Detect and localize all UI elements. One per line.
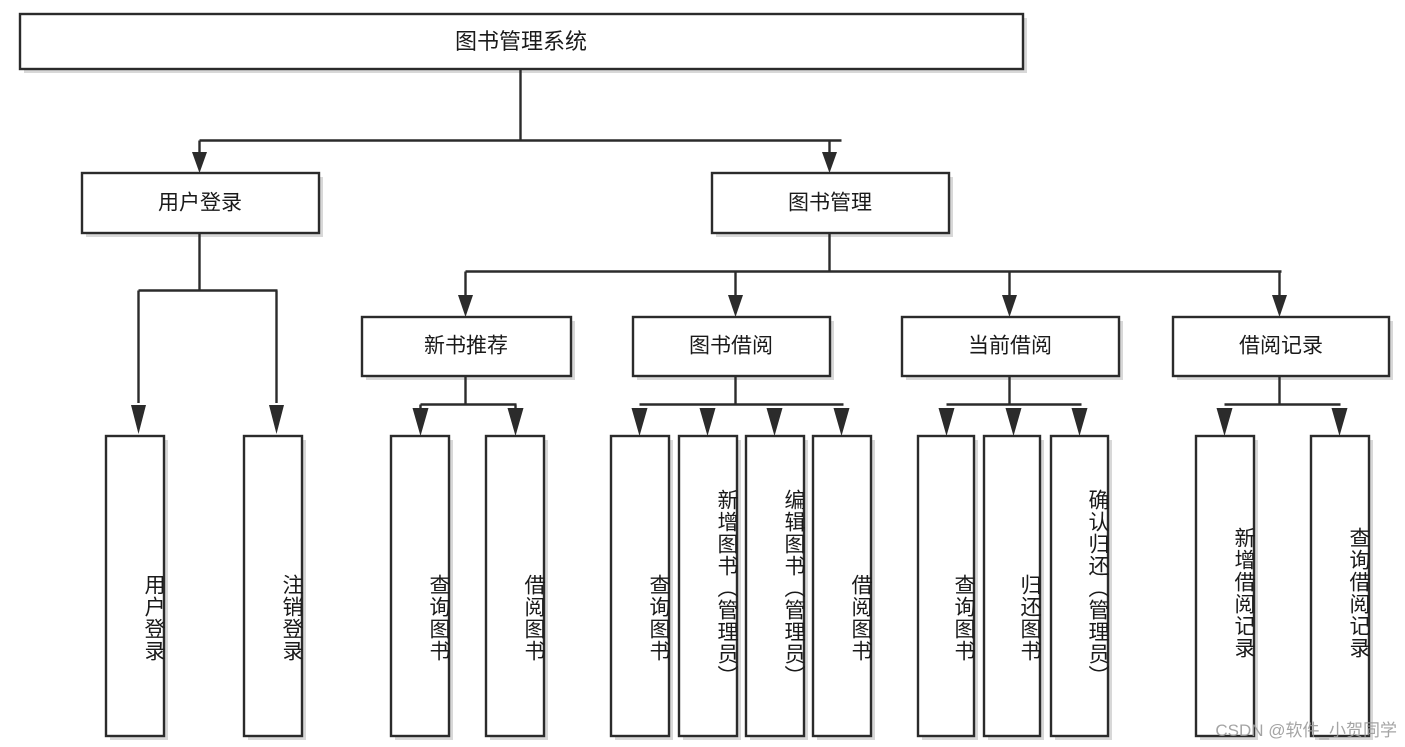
leaf-box-add-record[interactable] [1194,434,1256,738]
node-book-borrow[interactable]: 图书借阅 [631,315,832,378]
arrowhead-bb-leaf4 [833,408,850,436]
leaf-box-add-book[interactable] [677,434,739,738]
connectors [131,68,1348,436]
arrowhead-leaf-logout [269,405,284,434]
node-current-borrow[interactable]: 当前借阅 [900,315,1121,378]
arrowhead-user-login [192,152,207,173]
node-current-borrow-box[interactable] [900,315,1121,378]
arrowhead-bb-leaf1 [631,408,648,436]
node-user-login-box[interactable] [80,171,321,235]
arrowhead-nb-leaf2 [507,408,524,436]
leaf-box-borrow-book-2[interactable] [811,434,873,738]
arrowhead-bb-leaf3 [766,408,783,436]
arrowhead-book-borrow [728,295,743,317]
node-root-label: 图书管理系统 [455,29,587,54]
csdn-watermark: CSDN @软件_小贺同学 [1215,721,1397,740]
node-current-borrow-label: 当前借阅 [968,335,1052,358]
node-user-login[interactable]: 用户登录 [80,171,321,235]
leaf-box-borrow-book-1[interactable] [484,434,546,738]
node-root-box[interactable] [18,12,1025,71]
arrowhead-borrow-record [1272,295,1287,317]
arrowhead-bb-leaf2 [699,408,716,436]
arrowhead-new-book [458,295,473,317]
leaf-box-edit-book[interactable] [744,434,806,738]
node-root[interactable]: 图书管理系统 [18,12,1025,71]
arrowhead-cb-leaf1 [938,408,955,436]
leaf-box-logout[interactable] [242,434,304,738]
leaf-box-user-login[interactable] [104,434,166,738]
leaf-box-return-book[interactable] [982,434,1042,738]
node-book-borrow-label: 图书借阅 [689,335,773,358]
node-book-borrow-box[interactable] [631,315,832,378]
leaf-box-query-book-1[interactable] [389,434,451,738]
node-user-login-label: 用户登录 [158,192,242,215]
node-book-management-box[interactable] [710,171,951,235]
leaf-box-query-record[interactable] [1309,434,1371,738]
node-borrow-record-label: 借阅记录 [1239,335,1323,358]
arrowhead-cb-leaf2 [1005,408,1022,436]
node-book-management-label: 图书管理 [788,192,872,215]
node-book-management[interactable]: 图书管理 [710,171,951,235]
leaf-box-query-book-2[interactable] [609,434,671,738]
arrowhead-book-management [822,152,837,173]
arrowhead-nb-leaf1 [412,408,429,436]
arrowhead-cb-leaf3 [1071,408,1088,436]
node-new-book-label: 新书推荐 [424,335,508,358]
arrowhead-current-borrow [1002,295,1017,317]
leaf-box-query-book-3[interactable] [916,434,976,738]
node-borrow-record[interactable]: 借阅记录 [1171,315,1391,378]
node-new-book-recommend[interactable]: 新书推荐 [360,315,573,378]
leaf-box-confirm-return[interactable] [1049,434,1110,738]
node-new-book-box[interactable] [360,315,573,378]
arrowhead-leaf-user-login [131,405,146,434]
arrowhead-br-leaf1 [1216,408,1233,436]
arrowhead-br-leaf2 [1331,408,1348,436]
node-borrow-record-box[interactable] [1171,315,1391,378]
